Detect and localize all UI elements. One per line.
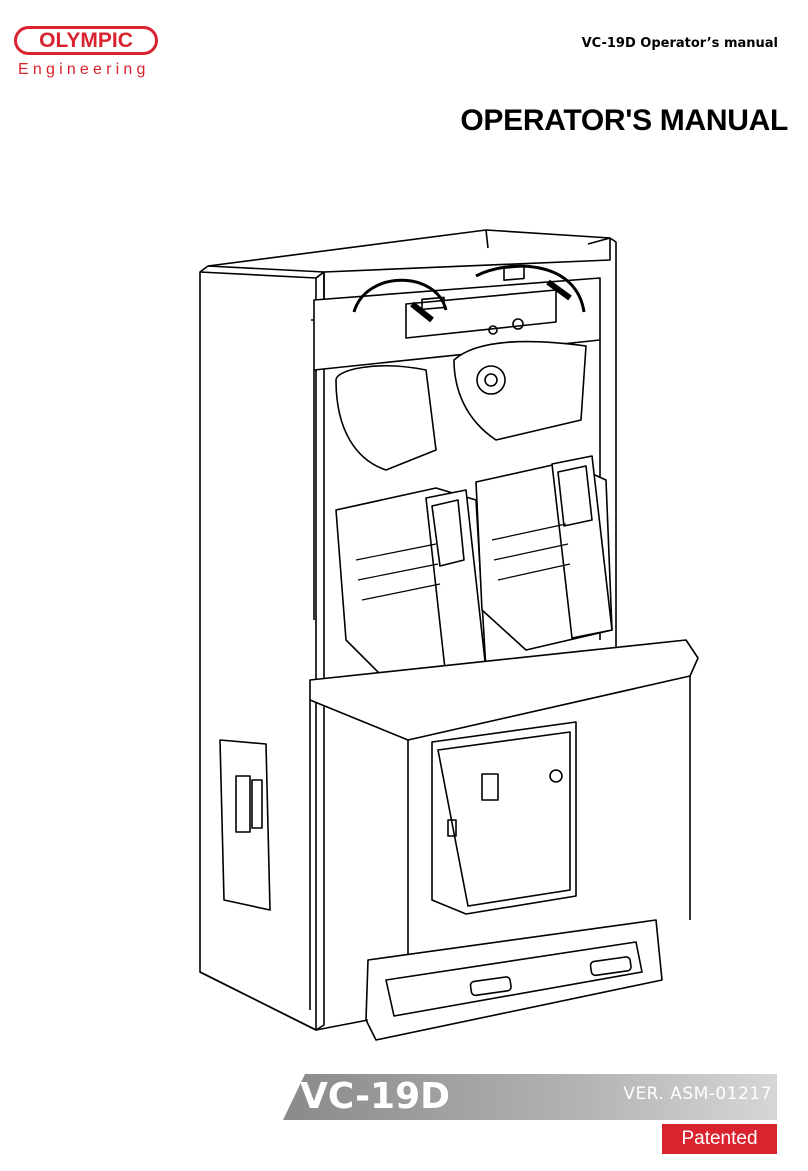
company-logo: OLYMPIC Engineering: [14, 26, 166, 82]
model-name: VC-19D: [300, 1076, 451, 1117]
machine-illustration: [199, 229, 699, 1041]
patented-badge: Patented: [662, 1124, 777, 1154]
model-bar: [283, 1074, 777, 1120]
logo-subtitle: Engineering: [18, 61, 150, 78]
manual-header-label: VC-19D Operator’s manual: [581, 36, 778, 51]
document-title: OPERATOR'S MANUAL: [460, 104, 788, 137]
logo-wordmark: OLYMPIC: [14, 26, 158, 55]
version-label: VER. ASM-01217: [623, 1084, 772, 1104]
logo-word-text: OLYMPIC: [39, 28, 133, 52]
